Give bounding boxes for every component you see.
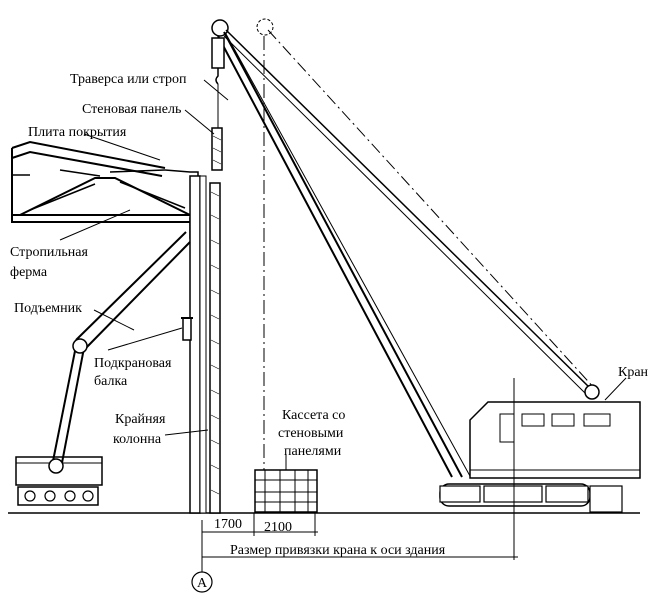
label-cassette-3: панелями: [284, 444, 342, 459]
roof-truss: [11, 140, 205, 239]
label-roof-slab: Плита покрытия: [28, 125, 127, 140]
label-traverse: Траверса или строп: [70, 72, 187, 87]
label-column-1: Крайняя: [115, 412, 166, 427]
label-cassette-1: Кассета со: [282, 408, 345, 423]
label-truss-2: ферма: [10, 265, 48, 280]
axis-mark: А: [197, 576, 208, 591]
crane: [211, 18, 641, 513]
label-truss-1: Стропильная: [10, 245, 89, 260]
label-column-2: колонна: [113, 432, 162, 447]
panel-cassette: [254, 469, 318, 513]
label-lift: Подъемник: [14, 301, 82, 316]
dim-2100: 2100: [264, 520, 292, 535]
edge-column: [181, 175, 221, 514]
label-cassette-2: стеновыми: [278, 426, 344, 441]
leader-lines: [59, 79, 627, 470]
dim-1700: 1700: [214, 517, 242, 532]
dim-offset-label: Размер привязки крана к оси здания: [230, 543, 446, 558]
label-crane: Кран: [618, 365, 649, 380]
label-crane-beam-2: балка: [94, 374, 128, 389]
aerial-lift: [15, 231, 191, 506]
label-crane-beam-1: Подкрановая: [94, 356, 172, 371]
dimension-lines: [201, 378, 518, 572]
axis-mark-circle: [191, 571, 213, 593]
label-wall-panel: Стеновая панель: [82, 102, 181, 117]
